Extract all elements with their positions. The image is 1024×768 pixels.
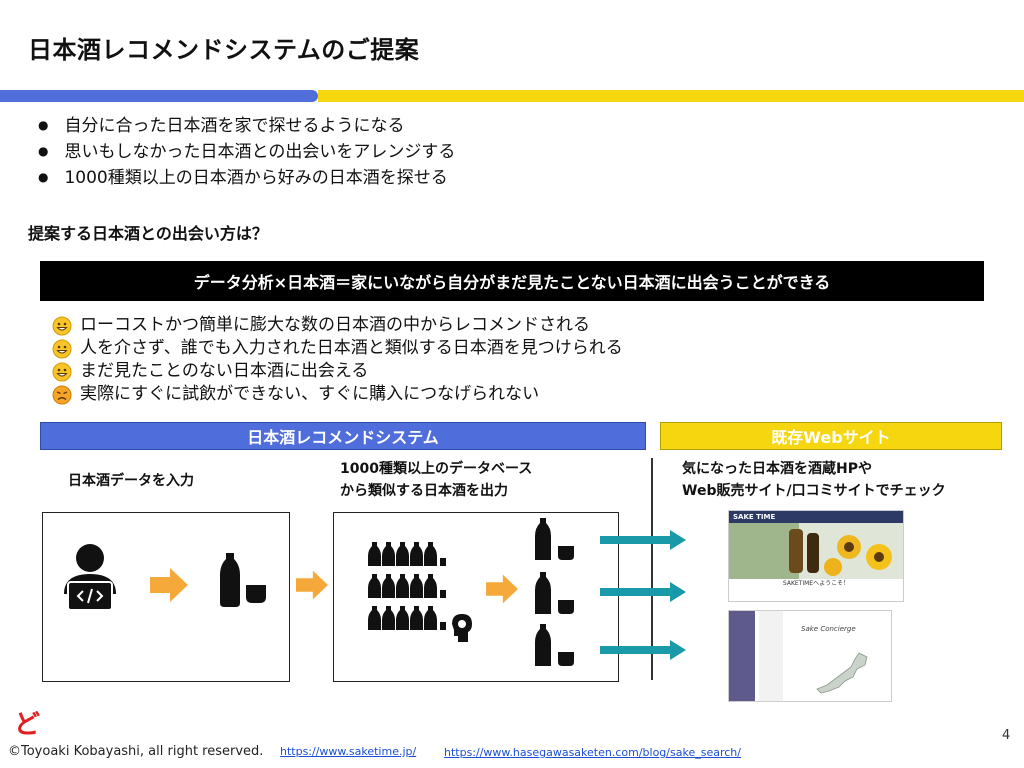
page-title: 日本酒レコメンドシステムのご提案 <box>28 36 420 64</box>
saketime-screenshot: SAKE TIME SAKETIMEへようこそ！ <box>728 510 904 602</box>
list-item: 実際にすぐに試飲ができない、すぐに購入につなげられない <box>52 383 623 406</box>
hasegawasaketen-link[interactable]: https://www.hasegawasaketen.com/blog/sak… <box>444 746 741 759</box>
step2-label: 1000種類以上のデータベース から類似する日本酒を出力 <box>340 458 532 502</box>
list-item: 1000種類以上の日本酒から好みの日本酒を探せる <box>38 166 455 192</box>
sake-database-icon <box>368 542 472 642</box>
site-sidebar <box>729 611 755 701</box>
concept-banner: データ分析×日本酒＝家にいながら自分がまだ見たことない日本酒に出会うことができる <box>40 261 984 301</box>
goal-bullet-list: 自分に合った日本酒を家で探せるようになる 思いもしなかった日本酒との出会いをアレ… <box>38 114 455 192</box>
saketime-link[interactable]: https://www.saketime.jp/ <box>280 745 417 758</box>
merit-text: 人を介さず、誰でも入力された日本酒と類似する日本酒を見つけられる <box>80 338 623 358</box>
site-menu <box>759 611 783 701</box>
list-item: 人を介さず、誰でも入力された日本酒と類似する日本酒を見つけられる <box>52 337 623 360</box>
step1-label: 日本酒データを入力 <box>68 473 194 489</box>
step2-label-line1: 1000種類以上のデータベース <box>340 461 533 477</box>
brand-logo: ど <box>14 710 41 740</box>
site-welcome: SAKETIMEへようこそ！ <box>782 580 850 587</box>
section-question: 提案する日本酒との出会い方は？ <box>28 224 268 243</box>
list-item: ローコストかつ簡単に膨大な数の日本酒の中からレコメンドされる <box>52 314 623 337</box>
arrow-right-icon <box>486 574 518 604</box>
existing-website-header: 既存Webサイト <box>660 422 1002 450</box>
site-brand: SAKE TIME <box>729 511 903 523</box>
step3-label-line2: Web販売サイト/口コミサイトでチェック <box>682 483 946 499</box>
page-number: 4 <box>1002 728 1011 743</box>
existing-website-header-text: 既存Webサイト <box>771 428 891 447</box>
step2-label-line2: から類似する日本酒を出力 <box>340 483 508 499</box>
arrow-right-teal-icon <box>600 640 686 660</box>
step3-label: 気になった日本酒を酒蔵HPや Web販売サイト/口コミサイトでチェック <box>682 458 946 502</box>
japan-map-image <box>816 652 868 694</box>
site-brand: Sake Concierge <box>801 625 856 633</box>
user-laptop-icon <box>64 544 116 611</box>
arrow-right-icon <box>296 570 328 600</box>
title-underline-yellow <box>318 90 1024 102</box>
recommend-system-header-text: 日本酒レコメンドシステム <box>247 428 439 447</box>
list-item: 自分に合った日本酒を家で探せるようになる <box>38 114 455 140</box>
list-item: まだ見たことのない日本酒に出会える <box>52 360 623 383</box>
smiley-face-icon <box>52 339 72 358</box>
frowning-face-icon <box>52 385 72 404</box>
title-underline-blue <box>0 90 318 102</box>
sake-bottle-icon <box>220 553 266 607</box>
merit-text: ローコストかつ簡単に膨大な数の日本酒の中からレコメンドされる <box>80 315 590 335</box>
step3-label-line1: 気になった日本酒を酒蔵HPや <box>682 461 872 477</box>
saketime-hero-image <box>729 523 903 579</box>
smiley-face-icon <box>52 316 72 335</box>
arrow-right-teal-icon <box>600 582 686 602</box>
section-divider <box>651 458 653 680</box>
recommend-system-header: 日本酒レコメンドシステム <box>40 422 646 450</box>
smiley-face-icon <box>52 362 72 381</box>
merit-text: まだ見たことのない日本酒に出会える <box>80 361 369 381</box>
concept-banner-text: データ分析×日本酒＝家にいながら自分がまだ見たことない日本酒に出会うことができる <box>193 273 831 292</box>
recommended-sake-icons <box>535 518 574 666</box>
merit-list: ローコストかつ簡単に膨大な数の日本酒の中からレコメンドされる 人を介さず、誰でも… <box>52 314 623 406</box>
sake-concierge-screenshot: Sake Concierge <box>728 610 892 702</box>
merit-text: 実際にすぐに試飲ができない、すぐに購入につなげられない <box>80 384 540 404</box>
arrow-right-icon <box>150 568 188 602</box>
copyright-text: ©Toyoaki Kobayashi, all right reserved. <box>8 744 264 759</box>
list-item: 思いもしなかった日本酒との出会いをアレンジする <box>38 140 455 166</box>
arrow-right-teal-icon <box>600 530 686 550</box>
